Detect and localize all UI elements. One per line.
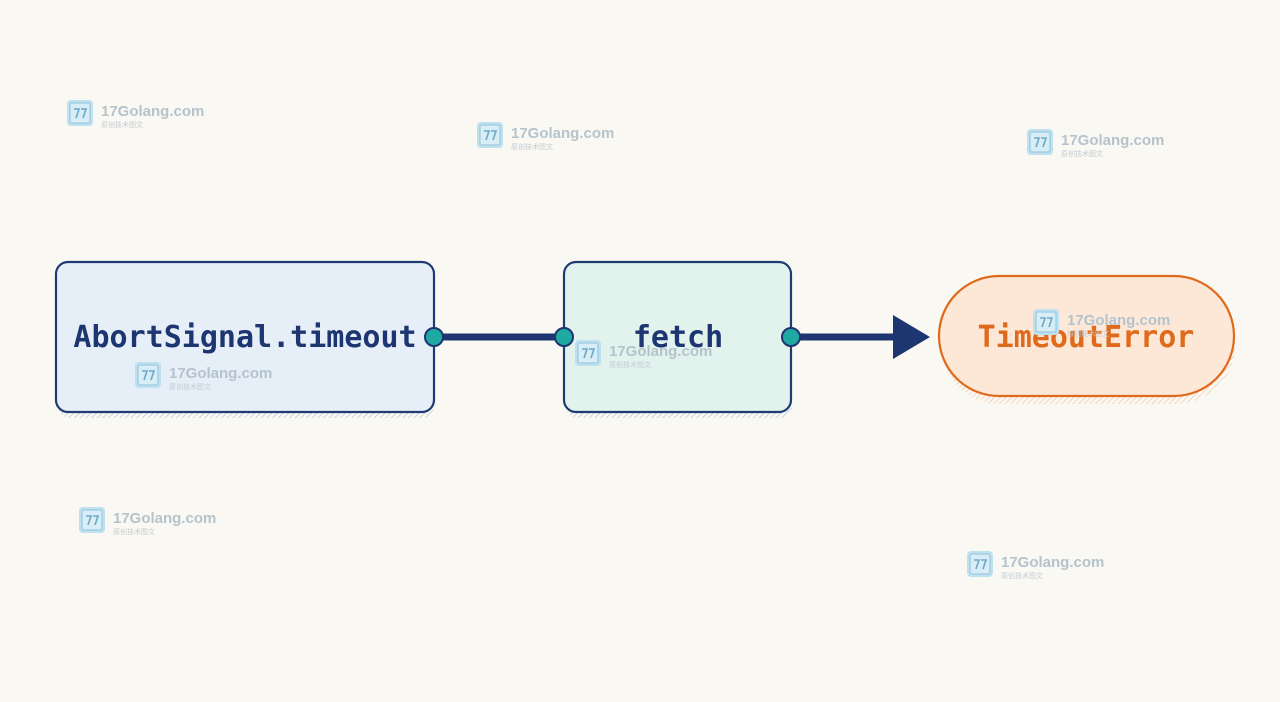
watermark-title: 17Golang.com xyxy=(169,365,272,382)
port-dot xyxy=(554,327,574,347)
port-dot xyxy=(424,327,444,347)
watermark-subtitle: 原创技术图文 xyxy=(169,382,211,391)
17golang-logo-icon xyxy=(476,121,504,149)
17golang-logo-icon xyxy=(1032,308,1060,336)
17golang-logo-icon xyxy=(966,550,994,578)
watermark-title: 17Golang.com xyxy=(609,343,712,360)
watermark-subtitle: 原创技术图文 xyxy=(511,142,553,151)
watermark-title: 17Golang.com xyxy=(511,125,614,142)
watermark-subtitle: 原创技术图文 xyxy=(1061,149,1103,158)
watermark: 17Golang.com 原创技术图文 xyxy=(476,121,614,151)
watermark: 17Golang.com 原创技术图文 xyxy=(78,506,216,536)
watermark-subtitle: 原创技术图文 xyxy=(101,120,143,129)
edge-fetch-to-error xyxy=(781,315,930,359)
17golang-logo-icon xyxy=(574,339,602,367)
node-label: fetch xyxy=(633,320,723,355)
watermark-subtitle: 原创技术图文 xyxy=(1001,571,1043,580)
watermark: 17Golang.com 原创技术图文 xyxy=(1032,308,1170,338)
watermark-subtitle: 原创技术图文 xyxy=(113,527,155,536)
port-dot xyxy=(781,327,801,347)
17golang-logo-icon xyxy=(1026,128,1054,156)
watermark: 17Golang.com 原创技术图文 xyxy=(66,99,204,129)
17golang-logo-icon xyxy=(134,361,162,389)
arrow-head-icon xyxy=(893,315,930,359)
watermark-title: 17Golang.com xyxy=(1001,554,1104,571)
node-timeout-error: TimeoutError xyxy=(937,274,1236,404)
node-label: AbortSignal.timeout xyxy=(73,320,416,355)
watermark-title: 17Golang.com xyxy=(113,510,216,527)
17golang-logo-icon xyxy=(78,506,106,534)
17golang-logo-icon xyxy=(66,99,94,127)
watermark-title: 17Golang.com xyxy=(101,103,204,120)
edge-abort-to-fetch xyxy=(424,327,574,347)
watermark-subtitle: 原创技术图文 xyxy=(1067,329,1109,338)
watermark-subtitle: 原创技术图文 xyxy=(609,360,651,369)
watermark: 17Golang.com 原创技术图文 xyxy=(134,361,272,391)
watermark: 17Golang.com 原创技术图文 xyxy=(574,339,712,369)
node-label: TimeoutError xyxy=(978,320,1195,355)
watermark: 17Golang.com 原创技术图文 xyxy=(1026,128,1164,158)
watermark-title: 17Golang.com xyxy=(1067,312,1170,329)
watermark: 17Golang.com 原创技术图文 xyxy=(966,550,1104,580)
watermark-title: 17Golang.com xyxy=(1061,132,1164,149)
node-fetch: fetch xyxy=(562,260,793,418)
node-abortsignal-timeout: AbortSignal.timeout xyxy=(54,260,436,418)
